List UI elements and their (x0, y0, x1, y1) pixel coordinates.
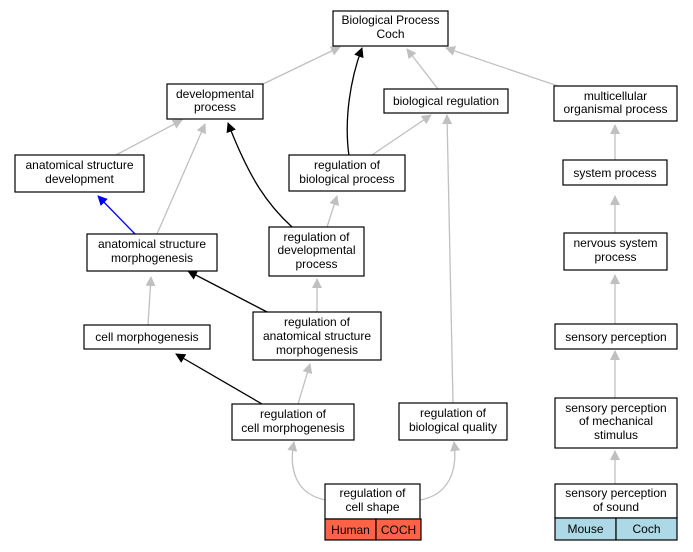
edge-regulation-biological-process-to-biological-regulation (371, 114, 432, 156)
node-regulation-of-cell-shape-line-2: cell shape (345, 500, 399, 514)
edge-regulation-cell-morphogenesis-to-cell-morphogenesis (175, 353, 263, 405)
node-regulation-of-biological-quality[interactable]: regulation of biological quality (398, 402, 508, 441)
edge-cell-morphogenesis-to-anatomical-morphogenesis (145, 276, 156, 326)
node-sensory-perception-of-mechanical-stimulus-line-2: of mechanical (579, 414, 653, 428)
node-sensory-perception-of-sound[interactable]: sensory perception of sound (554, 483, 678, 519)
edge-anatomical-morphogenesis-to-anatomical-development (97, 195, 136, 235)
node-sensory-perception-of-sound-line-1: sensory perception (565, 486, 666, 500)
node-multicellular-organismal-process-line-2: organismal process (563, 102, 667, 116)
node-cell-morphogenesis[interactable]: cell morphogenesis (83, 324, 211, 350)
edge-regulation-cell-morphogenesis-to-regulation-anatomical (297, 363, 313, 405)
node-sensory-perception-of-mechanical-stimulus-line-1: sensory perception (565, 401, 666, 415)
node-biological-regulation-line-1: biological regulation (393, 94, 499, 108)
edge-developmental-to-root (262, 46, 341, 85)
node-cell-morphogenesis-line-1: cell morphogenesis (95, 330, 198, 344)
node-regulation-of-cell-morphogenesis-line-2: cell morphogenesis (241, 421, 344, 435)
node-root-line-1: Biological Process (341, 13, 439, 27)
edges (97, 46, 620, 501)
node-regulation-of-biological-process-line-1: regulation of (314, 158, 381, 172)
node-regulation-of-cell-shape[interactable]: regulation of cell shape (324, 483, 421, 520)
node-nervous-system-process[interactable]: nervous system process (563, 232, 668, 271)
node-anatomical-structure-morphogenesis[interactable]: anatomical structure morphogenesis (86, 233, 218, 272)
node-system-process[interactable]: system process (562, 159, 668, 186)
edge-regulation-developmental-to-developmental (226, 122, 293, 228)
edge-regulation-cell-shape-to-regulation-biological-quality (419, 441, 461, 501)
edge-anatomical-development-to-developmental (115, 119, 183, 156)
edge-regulation-cell-shape-to-regulation-cell-morphogenesis (287, 441, 327, 501)
node-sensory-perception-of-mechanical-stimulus-line-3: stimulus (594, 428, 638, 442)
tag-coch-human: COCH (375, 518, 422, 541)
node-regulation-of-anatomical-structure-morphogenesis[interactable]: regulation of anatomical structure morph… (252, 311, 382, 361)
node-developmental-process[interactable]: developmental process (166, 83, 264, 120)
tag-coch-mouse-label: Coch (632, 522, 660, 536)
node-anatomical-structure-morphogenesis-line-1: anatomical structure (98, 237, 206, 251)
node-root[interactable]: Biological Process Coch (332, 10, 449, 47)
node-anatomical-structure-development[interactable]: anatomical structure development (14, 154, 145, 193)
edge-multicellular-to-root (445, 46, 559, 87)
node-regulation-of-anatomical-structure-morphogenesis-line-3: morphogenesis (276, 343, 358, 357)
node-regulation-of-cell-morphogenesis[interactable]: regulation of cell morphogenesis (231, 403, 355, 441)
edge-regulation-anatomical-to-anatomical-morphogenesis (187, 270, 270, 314)
tag-human: Human (324, 518, 377, 541)
node-anatomical-structure-development-line-2: development (45, 172, 114, 186)
edge-regulation-biological-quality-to-biological-regulation (442, 114, 454, 404)
edge-biological-regulation-to-root (406, 48, 439, 90)
edge-anatomical-morphogenesis-to-developmental (156, 123, 206, 235)
node-sensory-perception-line-1: sensory perception (565, 330, 666, 344)
node-developmental-process-line-2: process (194, 100, 236, 114)
tag-mouse-label: Mouse (567, 522, 603, 536)
node-regulation-of-biological-process-line-2: biological process (299, 172, 394, 186)
node-regulation-of-developmental-process[interactable]: regulation of developmental process (268, 226, 365, 277)
node-sensory-perception[interactable]: sensory perception (554, 323, 678, 350)
node-regulation-of-anatomical-structure-morphogenesis-line-1: regulation of (284, 315, 351, 329)
node-developmental-process-line-1: developmental (176, 87, 254, 101)
node-regulation-of-biological-quality-line-1: regulation of (420, 406, 487, 420)
node-root-line-2: Coch (376, 27, 404, 41)
tag-human-label: Human (331, 523, 370, 537)
node-nervous-system-process-line-2: process (594, 250, 636, 264)
tag-mouse: Mouse (554, 517, 617, 541)
node-biological-regulation[interactable]: biological regulation (383, 88, 509, 114)
node-anatomical-structure-morphogenesis-line-2: morphogenesis (111, 251, 193, 265)
node-multicellular-organismal-process-line-1: multicellular (584, 89, 647, 103)
node-regulation-of-developmental-process-line-2: developmental (277, 243, 355, 257)
node-system-process-line-1: system process (573, 166, 656, 180)
node-regulation-of-cell-morphogenesis-line-1: regulation of (260, 407, 327, 421)
node-regulation-of-developmental-process-line-3: process (295, 257, 337, 271)
tag-coch-human-label: COCH (381, 523, 416, 537)
tag-coch-mouse: Coch (615, 517, 678, 541)
edge-regulation-developmental-to-regulation-biological-process (326, 195, 339, 228)
node-regulation-of-developmental-process-line-1: regulation of (283, 230, 350, 244)
node-regulation-of-biological-quality-line-2: biological quality (409, 420, 497, 434)
edge-regulation-biological-process-to-root (346, 47, 364, 157)
node-sensory-perception-of-mechanical-stimulus[interactable]: sensory perception of mechanical stimulu… (554, 397, 678, 449)
node-regulation-of-biological-process[interactable]: regulation of biological process (288, 154, 406, 192)
node-multicellular-organismal-process[interactable]: multicellular organismal process (553, 85, 678, 122)
node-nervous-system-process-line-1: nervous system (573, 236, 657, 250)
node-regulation-of-anatomical-structure-morphogenesis-line-2: anatomical structure (263, 329, 371, 343)
node-sensory-perception-of-sound-line-2: of sound (593, 500, 639, 514)
node-anatomical-structure-development-line-1: anatomical structure (25, 158, 133, 172)
node-regulation-of-cell-shape-line-1: regulation of (339, 486, 406, 500)
